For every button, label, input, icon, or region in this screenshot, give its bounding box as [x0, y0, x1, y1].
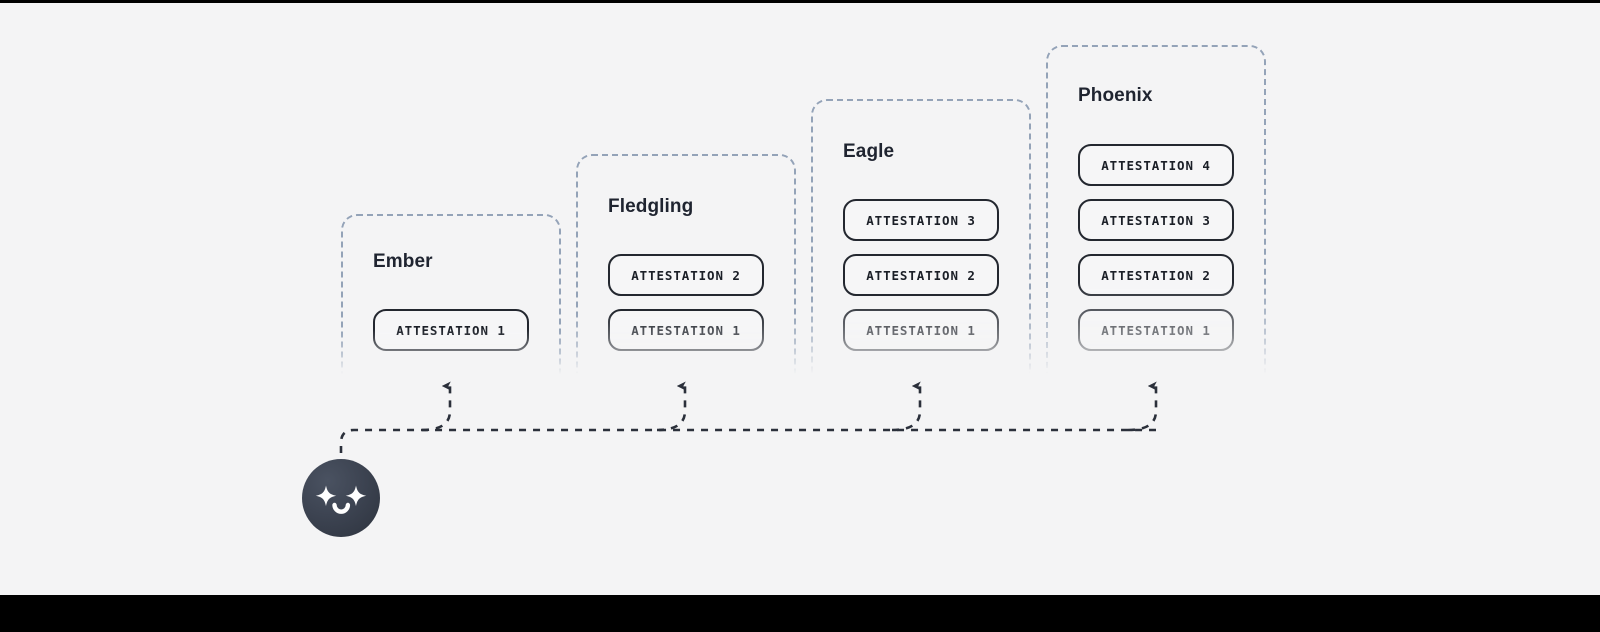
- attestation-pill[interactable]: ATTESTATION 1: [1078, 309, 1234, 351]
- diagram-canvas: Ember ATTESTATION 1 Fledgling ATTESTATIO…: [0, 3, 1600, 595]
- stage-title-ember: Ember: [373, 251, 433, 272]
- wire-branch-ember: [421, 381, 452, 432]
- attestation-stack-fledgling: ATTESTATION 1 ATTESTATION 2: [608, 254, 764, 351]
- attestation-pill[interactable]: ATTESTATION 2: [1078, 254, 1234, 296]
- sparkle-right-icon: [345, 485, 367, 507]
- smile-icon: [332, 502, 351, 514]
- wire-branch-fledgling: [656, 381, 687, 432]
- attestation-pill[interactable]: ATTESTATION 2: [608, 254, 764, 296]
- attestation-pill[interactable]: ATTESTATION 1: [843, 309, 999, 351]
- attestation-pill[interactable]: ATTESTATION 3: [843, 199, 999, 241]
- attestation-pill[interactable]: ATTESTATION 3: [1078, 199, 1234, 241]
- attestation-stack-ember: ATTESTATION 1: [373, 309, 529, 351]
- attestation-pill[interactable]: ATTESTATION 1: [373, 309, 529, 351]
- connector-lines: [339, 381, 1158, 495]
- attestation-stack-phoenix: ATTESTATION 1 ATTESTATION 2 ATTESTATION …: [1078, 144, 1234, 351]
- wire-branch-eagle: [891, 381, 922, 432]
- attestation-pill[interactable]: ATTESTATION 2: [843, 254, 999, 296]
- stage-column-eagle[interactable]: Eagle ATTESTATION 1 ATTESTATION 2 ATTEST…: [811, 99, 1031, 374]
- wire-bus: [339, 428, 1156, 495]
- wire-branch-phoenix: [1127, 381, 1158, 432]
- stage-column-phoenix[interactable]: Phoenix ATTESTATION 1 ATTESTATION 2 ATTE…: [1046, 45, 1266, 374]
- stage-title-eagle: Eagle: [843, 141, 895, 162]
- stage-title-fledgling: Fledgling: [608, 196, 694, 217]
- sparkle-face-avatar-icon[interactable]: [302, 459, 380, 537]
- stage-column-ember[interactable]: Ember ATTESTATION 1: [341, 214, 561, 374]
- attestation-stack-eagle: ATTESTATION 1 ATTESTATION 2 ATTESTATION …: [843, 199, 999, 351]
- attestation-pill[interactable]: ATTESTATION 4: [1078, 144, 1234, 186]
- attestation-pill[interactable]: ATTESTATION 1: [608, 309, 764, 351]
- stage-title-phoenix: Phoenix: [1078, 85, 1153, 106]
- sparkle-left-icon: [315, 485, 337, 507]
- stage-column-fledgling[interactable]: Fledgling ATTESTATION 1 ATTESTATION 2: [576, 154, 796, 374]
